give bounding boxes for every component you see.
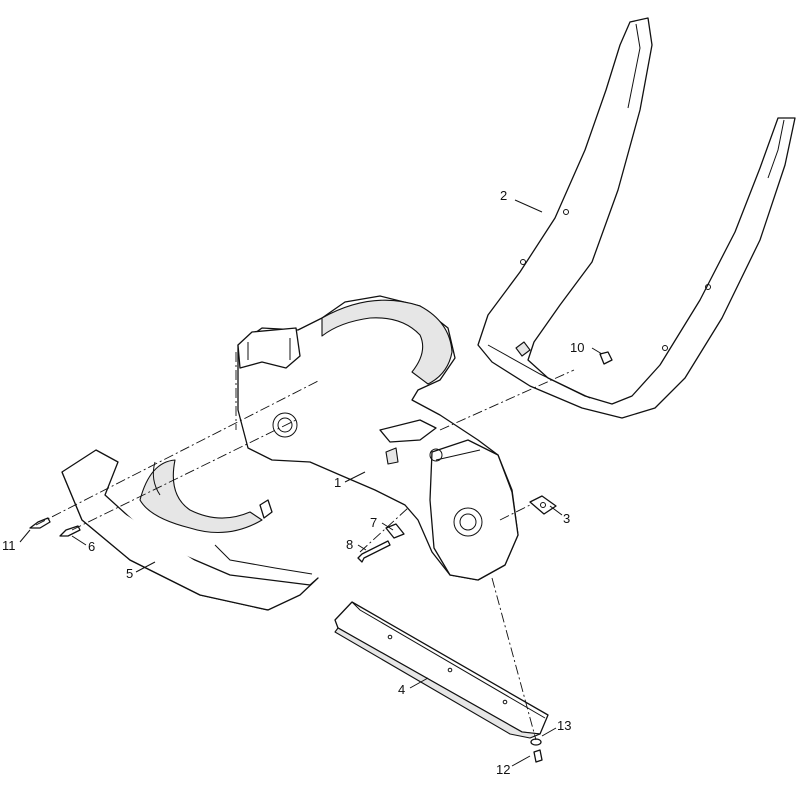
callout-2: 2 xyxy=(500,188,507,203)
washer-part-7 xyxy=(385,523,405,539)
nut-plate-part-3 xyxy=(529,495,557,515)
callout-3: 3 xyxy=(563,511,570,526)
shield-part-5 xyxy=(61,449,319,611)
callout-12: 12 xyxy=(496,762,510,777)
callout-8: 8 xyxy=(346,537,353,552)
handle-part-2 xyxy=(477,17,796,419)
callout-1: 1 xyxy=(334,475,341,490)
callout-13: 13 xyxy=(557,718,571,733)
callouts: 2 1 3 4 5 6 7 8 10 11 12 13 xyxy=(2,188,584,777)
leader-lines xyxy=(19,199,603,767)
callout-4: 4 xyxy=(398,682,405,697)
bolt-part-8 xyxy=(357,540,391,563)
scraper-bar-part-4 xyxy=(334,601,549,739)
callout-7: 7 xyxy=(370,515,377,530)
nut-part-10 xyxy=(599,351,613,365)
callout-11: 11 xyxy=(2,538,16,553)
callout-5: 5 xyxy=(126,566,133,581)
callout-10: 10 xyxy=(570,340,584,355)
housing-part-1 xyxy=(237,295,519,581)
hardware-items xyxy=(29,351,613,763)
assembly-lines xyxy=(35,352,575,741)
callout-6: 6 xyxy=(88,539,95,554)
bolt-part-12 xyxy=(533,749,543,763)
